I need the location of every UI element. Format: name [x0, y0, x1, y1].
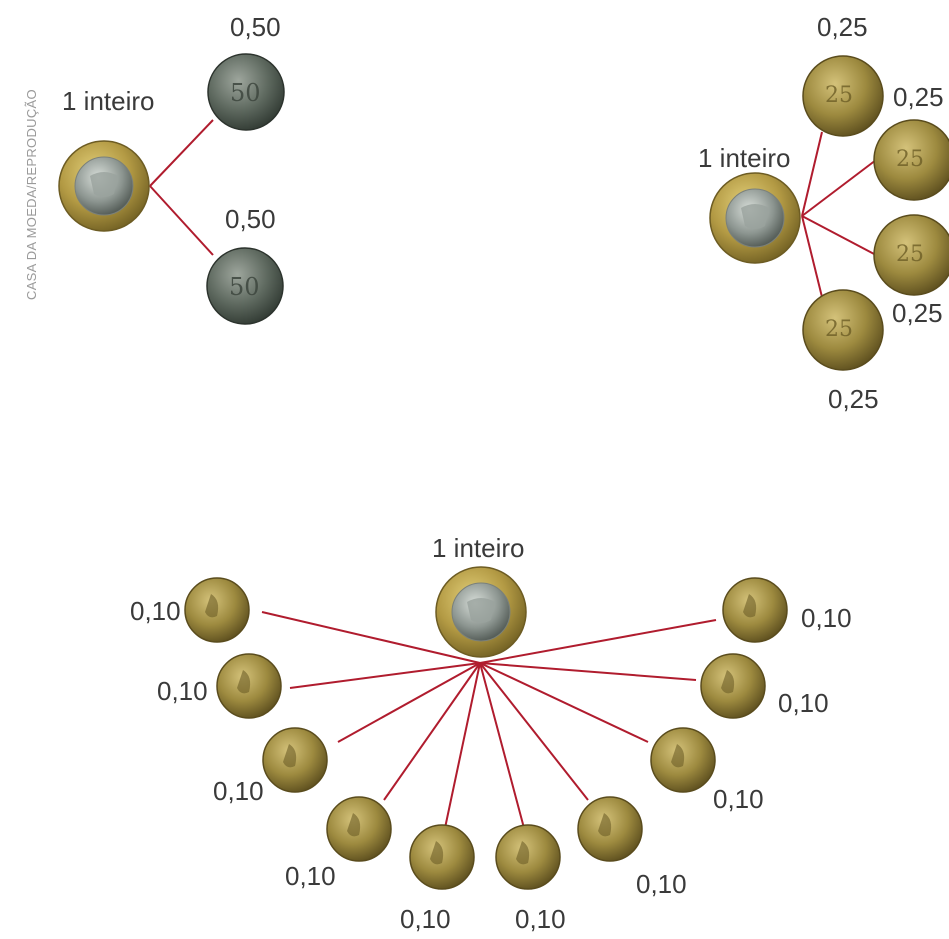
svg-text:25: 25: [896, 147, 924, 172]
part-label: 0,10: [515, 904, 566, 934]
connector-line: [479, 662, 697, 681]
part-label: 0,10: [713, 784, 764, 814]
part-label: 0,10: [778, 688, 829, 718]
image-credit: CASA DA MOEDA/REPRODUÇÃO: [24, 89, 39, 300]
connector-line: [479, 662, 525, 829]
part-label: 0,25: [828, 384, 879, 414]
connector-line: [149, 119, 214, 187]
group-halves: 1 inteiro 0,50 50 0,50 50: [58, 12, 285, 325]
part-label: 0,10: [285, 861, 336, 891]
svg-text:50: 50: [230, 79, 261, 107]
connector-line: [261, 611, 481, 664]
part-label: 0,50: [225, 204, 276, 234]
connector-line: [289, 662, 481, 689]
part-label: 0,50: [230, 12, 281, 42]
svg-text:25: 25: [825, 83, 853, 108]
part-label: 0,25: [817, 12, 868, 42]
part-label: 0,10: [130, 596, 181, 626]
connector-line: [801, 159, 877, 217]
coin-50-centavos-icon: 50: [207, 53, 285, 131]
connector-line: [444, 662, 481, 829]
part-label: 0,25: [893, 82, 944, 112]
coin-1-real-icon: [58, 140, 150, 232]
coin-25-centavos-icon: 25: [802, 55, 884, 137]
whole-label: 1 inteiro: [432, 533, 525, 563]
coin-25-centavos-icon: 25: [873, 214, 949, 296]
coin-10-centavos-icon: [262, 727, 328, 793]
connector-line: [801, 215, 877, 256]
svg-text:50: 50: [229, 273, 260, 301]
coin-10-centavos-icon: [577, 796, 643, 862]
coin-10-centavos-icon: [495, 824, 561, 890]
coin-25-centavos-icon: 25: [873, 119, 949, 201]
connector-line: [801, 215, 823, 298]
part-label: 0,10: [157, 676, 208, 706]
connector-lines: [149, 119, 877, 829]
coin-10-centavos-icon: [722, 577, 788, 643]
coin-10-centavos-icon: [700, 653, 766, 719]
coin-10-centavos-icon: [326, 796, 392, 862]
group-tenths: 1 inteiro 0,10 0,10 0,10 0,10: [130, 533, 852, 934]
group-quarters: 1 inteiro 0,25 25 0,25 25 25 0,25 25 0,2…: [698, 12, 949, 414]
connector-line: [149, 185, 214, 256]
part-label: 0,10: [213, 776, 264, 806]
coin-10-centavos-icon: [216, 653, 282, 719]
coin-25-centavos-icon: 25: [802, 289, 884, 371]
coin-10-centavos-icon: [409, 824, 475, 890]
connector-line: [479, 619, 717, 664]
part-label: 0,10: [400, 904, 451, 934]
connector-line: [383, 662, 481, 801]
svg-text:25: 25: [825, 317, 853, 342]
connector-line: [479, 662, 649, 743]
coin-10-centavos-icon: [650, 727, 716, 793]
coin-10-centavos-icon: [184, 577, 250, 643]
coin-50-centavos-icon: 50: [206, 247, 284, 325]
coin-1-real-icon: [435, 566, 527, 658]
part-label: 0,10: [636, 869, 687, 899]
connector-line: [337, 662, 481, 743]
whole-label: 1 inteiro: [698, 143, 791, 173]
svg-text:25: 25: [896, 242, 924, 267]
connector-line: [479, 662, 589, 801]
part-label: 0,10: [801, 603, 852, 633]
connector-line: [801, 131, 823, 217]
coin-1-real-icon: [709, 172, 801, 264]
whole-label: 1 inteiro: [62, 86, 155, 116]
part-label: 0,25: [892, 298, 943, 328]
